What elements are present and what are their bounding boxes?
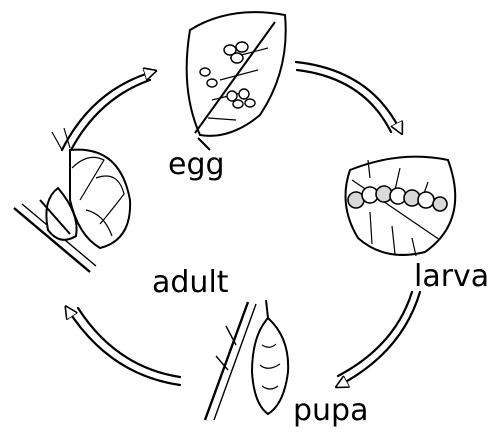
egg-leaf-illustration xyxy=(187,12,286,150)
arrow-egg-to-larva-inner xyxy=(297,70,391,132)
larva-leaf-illustration xyxy=(346,157,456,256)
arrow-adult-to-egg-inner xyxy=(71,80,150,150)
adult-label: adult xyxy=(152,268,229,298)
larva-label: larva xyxy=(414,262,489,292)
pupa-illustration xyxy=(205,300,288,420)
adult-butterfly-illustration xyxy=(14,128,130,272)
pupa-label: pupa xyxy=(293,396,368,426)
egg-label: egg xyxy=(168,150,225,180)
arrow-larva-to-pupa xyxy=(340,292,420,385)
